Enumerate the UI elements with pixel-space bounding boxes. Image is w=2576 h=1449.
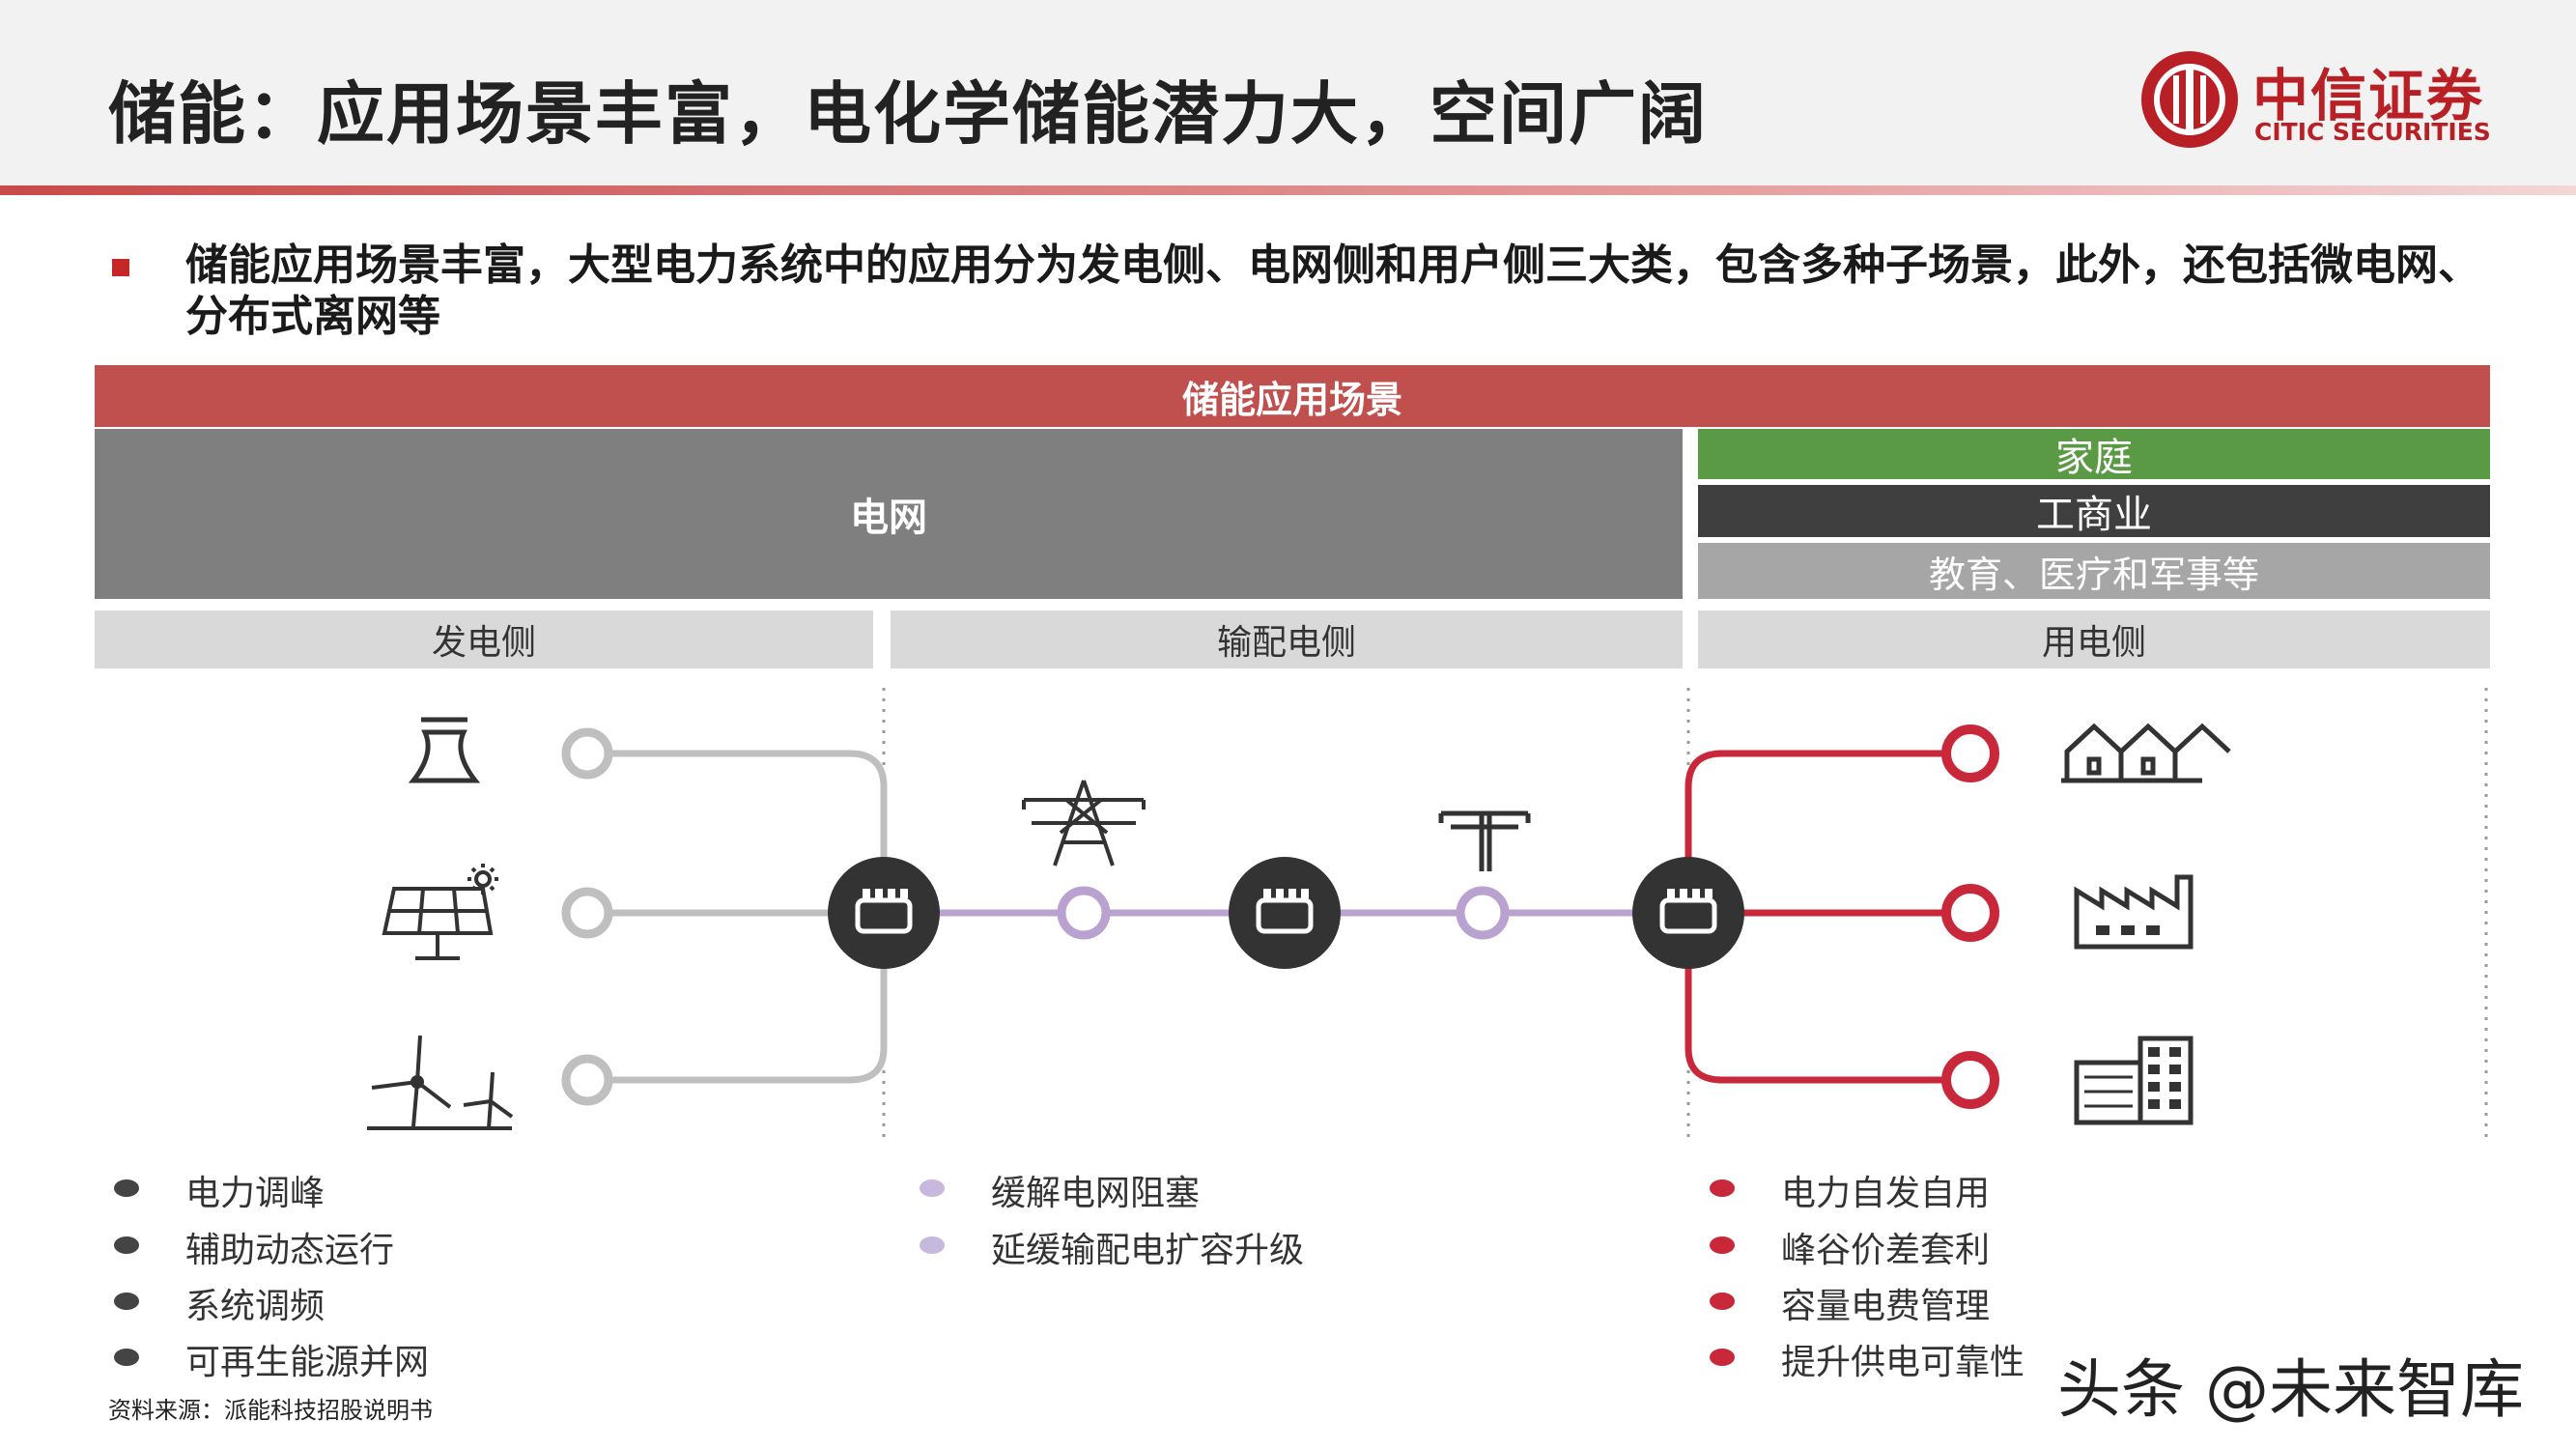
- legend-dot-consumption: [1710, 1179, 1735, 1197]
- legend-item-consumption: 容量电费管理: [1781, 1287, 1991, 1326]
- logo-english-text: CITIC SECURITIES: [2254, 118, 2491, 146]
- grid-band: 电网: [95, 429, 1683, 599]
- legend-dot-consumption: [1710, 1236, 1735, 1254]
- page-title: 储能：应用场景丰富，电化学储能潜力大，空间广阔: [108, 74, 1708, 154]
- legend-item-consumption: 峰谷价差套利: [1781, 1231, 1991, 1270]
- legend-dot-generation: [114, 1349, 139, 1366]
- transmission-tower-icon: [1022, 780, 1146, 867]
- legend-item-consumption: 提升供电可靠性: [1781, 1343, 2025, 1382]
- consumption-side-label: 用电侧: [1698, 611, 2490, 668]
- header-divider: [0, 185, 2576, 195]
- battery-icon: [828, 857, 940, 969]
- bullet-marker: [112, 259, 129, 276]
- legend-item-consumption: 电力自发自用: [1781, 1174, 1991, 1213]
- office-building-icon: [2074, 1036, 2194, 1125]
- citic-emblem-icon: [2141, 51, 2238, 148]
- legend-item-generation: 可再生能源并网: [185, 1343, 430, 1382]
- citic-logo: 中信证券 CITIC SECURITIES: [2137, 46, 2504, 153]
- battery-icon: [1632, 857, 1744, 969]
- generation-node: [561, 727, 613, 1106]
- consumption-node: [1941, 724, 1999, 1109]
- house-icon: [2061, 723, 2231, 783]
- legend-dot-consumption: [1710, 1293, 1735, 1310]
- solar-panel-icon: [382, 864, 498, 960]
- wind-turbine-icon: [367, 1035, 514, 1130]
- scenario-header-band: 储能应用场景: [95, 365, 2490, 427]
- commercial-band: 工商业: [1698, 485, 2490, 537]
- factory-icon: [2074, 874, 2194, 950]
- logo-chinese-text: 中信证券: [2252, 63, 2485, 128]
- legend-item-generation: 辅助动态运行: [185, 1231, 395, 1270]
- legend-dot-transmission: [920, 1179, 945, 1197]
- legend-dot-generation: [114, 1293, 139, 1310]
- legend-dot-generation: [114, 1179, 139, 1197]
- transmission-node: [1057, 886, 1510, 940]
- household-band: 家庭: [1698, 429, 2490, 480]
- legend-item-generation: 电力调峰: [185, 1174, 326, 1213]
- legend-item-transmission: 延缓输配电扩容升级: [991, 1231, 1305, 1270]
- power-plant-icon: [408, 717, 481, 783]
- utility-pole-icon: [1438, 810, 1531, 871]
- transmission-side-label: 输配电侧: [891, 611, 1683, 668]
- battery-icon: [1229, 857, 1341, 969]
- legend-dot-generation: [114, 1236, 139, 1254]
- generation-side-label: 发电侧: [95, 611, 873, 668]
- legend-dot-consumption: [1710, 1349, 1735, 1366]
- legend-dot-transmission: [920, 1236, 945, 1254]
- legend-item-generation: 系统调频: [185, 1287, 326, 1326]
- source-note: 资料来源：派能科技招股说明书: [108, 1397, 433, 1424]
- legend-item-transmission: 缓解电网阻塞: [991, 1174, 1201, 1213]
- watermark: 头条 @未来智库: [2057, 1352, 2524, 1427]
- bullet-text: 储能应用场景丰富，大型电力系统中的应用分为发电侧、电网侧和用户侧三大类，包含多种…: [185, 241, 2480, 341]
- institution-band: 教育、医疗和军事等: [1698, 543, 2490, 599]
